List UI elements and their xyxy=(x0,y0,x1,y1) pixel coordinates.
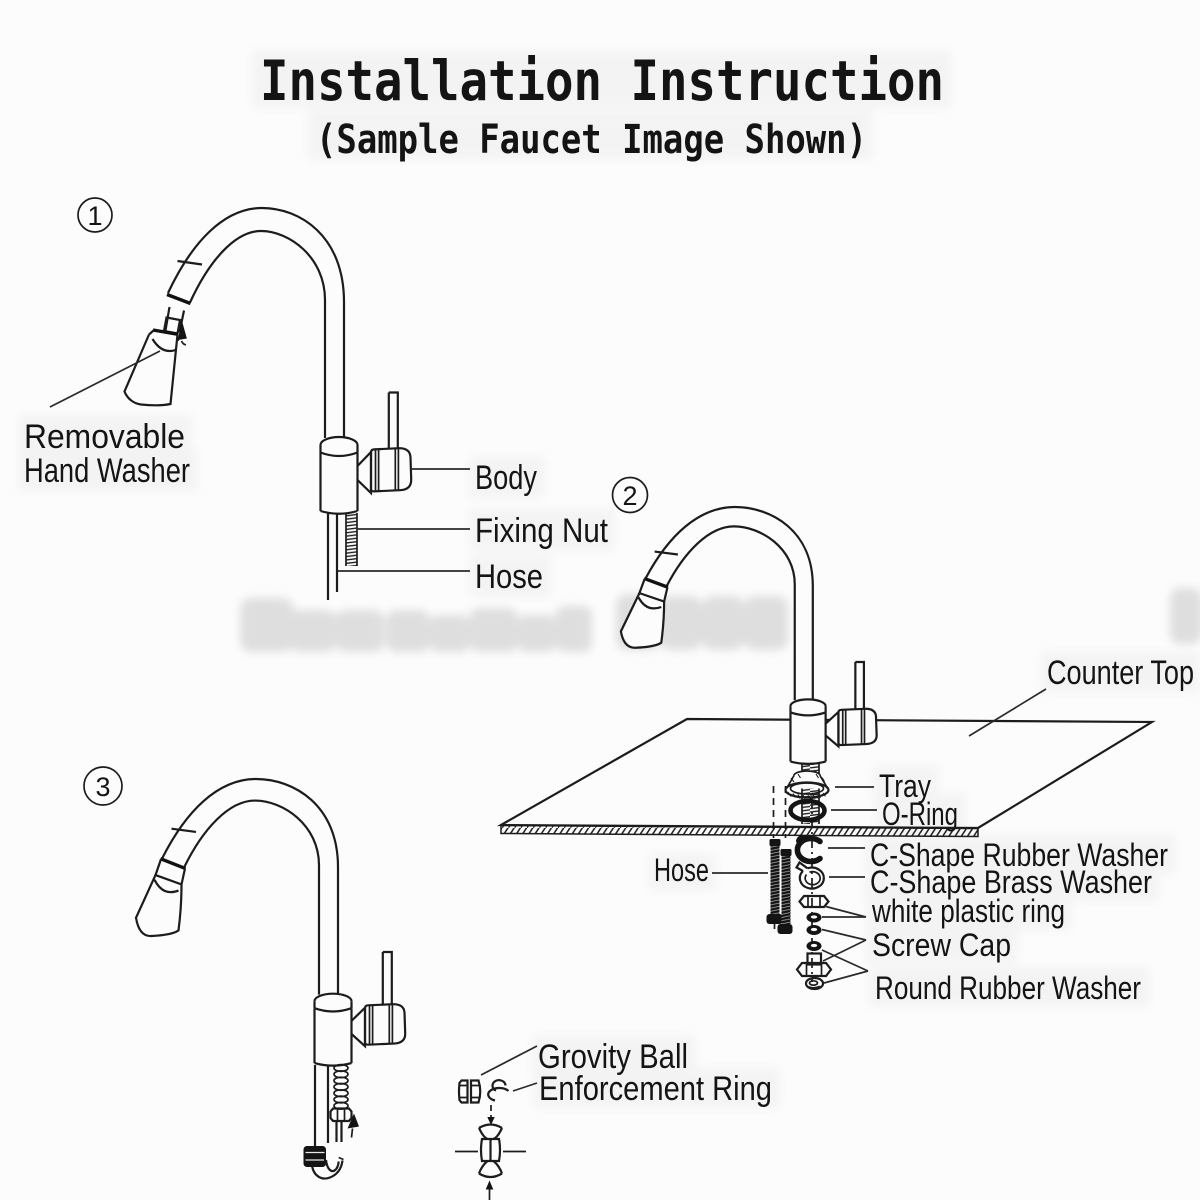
leader-screw-cap xyxy=(821,928,867,962)
insert-arrow xyxy=(347,1113,359,1138)
text-halos xyxy=(18,50,1199,1108)
label-removable-2: Hand Washer xyxy=(24,452,190,490)
o-ring-part xyxy=(788,798,827,823)
removable-hand-washer-part xyxy=(123,328,179,407)
fixing-nut-thread xyxy=(346,513,357,566)
white-plastic-ring-part xyxy=(798,894,830,909)
drop-line xyxy=(487,1105,495,1125)
hose-nut xyxy=(329,1107,353,1123)
leader-white-ring xyxy=(822,905,867,918)
leader-grovity-ball xyxy=(480,1045,538,1076)
braided-hoses xyxy=(766,839,793,934)
supply-hose xyxy=(303,1065,344,1180)
page-title: Installation Instruction xyxy=(260,49,944,113)
round-rubber-washer-part xyxy=(804,976,825,991)
step-1-number: 1 xyxy=(87,201,102,231)
label-round-washer: Round Rubber Washer xyxy=(875,970,1141,1006)
enforcement-ring-part xyxy=(487,1079,510,1102)
hidden-hose-dashes xyxy=(772,786,787,838)
label-o-ring: O-Ring xyxy=(882,796,958,832)
label-hose-2: Hose xyxy=(654,852,709,888)
label-screw-cap: Screw Cap xyxy=(872,927,1011,963)
label-hose-1: Hose xyxy=(475,558,543,596)
step-1-circle xyxy=(77,197,113,233)
watermark-smudge xyxy=(240,588,1200,652)
figure-1: 1 xyxy=(24,197,608,600)
label-white-ring: white plastic ring xyxy=(871,893,1065,929)
gravity-ball-part xyxy=(457,1079,482,1104)
leader-counter-top xyxy=(968,688,1047,737)
faucet-3-sprayer xyxy=(134,856,188,938)
label-fixing-nut: Fixing Nut xyxy=(475,512,608,550)
step-3-circle xyxy=(83,766,123,806)
c-shape-rubber-washer-part xyxy=(794,835,823,865)
step-2-circle xyxy=(611,476,649,514)
screw-cap-part xyxy=(795,952,833,978)
faucet-3 xyxy=(160,777,407,1067)
label-tray: Tray xyxy=(879,768,931,804)
countertop xyxy=(496,717,1156,838)
step-3-number: 3 xyxy=(95,772,110,802)
leader-round-washer xyxy=(821,949,869,984)
gravity-ball-assembly xyxy=(455,1123,526,1179)
leader-removable xyxy=(49,350,161,408)
attach-arrow xyxy=(178,318,187,346)
small-rings xyxy=(806,912,822,951)
page-subtitle: (Sample Faucet Image Shown) xyxy=(316,117,867,163)
figure-3: 3 xyxy=(83,766,772,1200)
label-body: Body xyxy=(475,459,537,497)
label-removable-1: Removable xyxy=(24,418,185,456)
center-tube xyxy=(335,1121,343,1142)
step-2-number: 2 xyxy=(622,481,637,511)
label-c-brass: C-Shape Brass Washer xyxy=(870,864,1152,900)
label-grovity-ball: Grovity Ball xyxy=(538,1038,688,1076)
header: Installation Instruction (Sample Faucet … xyxy=(260,49,944,163)
faucet-1-stub xyxy=(162,292,192,335)
coil-spring xyxy=(333,1063,349,1111)
faucet-1 xyxy=(166,206,413,515)
faucet-1-hose xyxy=(326,513,358,600)
label-c-rubber: C-Shape Rubber Washer xyxy=(870,837,1168,873)
c-shape-brass-washer-part xyxy=(794,860,825,890)
bottom-arrow xyxy=(485,1180,494,1200)
figure-2: 2 xyxy=(496,476,1194,1006)
label-enforcement-ring: Enforcement Ring xyxy=(539,1070,772,1108)
label-counter-top: Counter Top xyxy=(1047,654,1194,692)
tray-part xyxy=(784,770,830,800)
leader-enforcement-ring xyxy=(512,1082,538,1092)
